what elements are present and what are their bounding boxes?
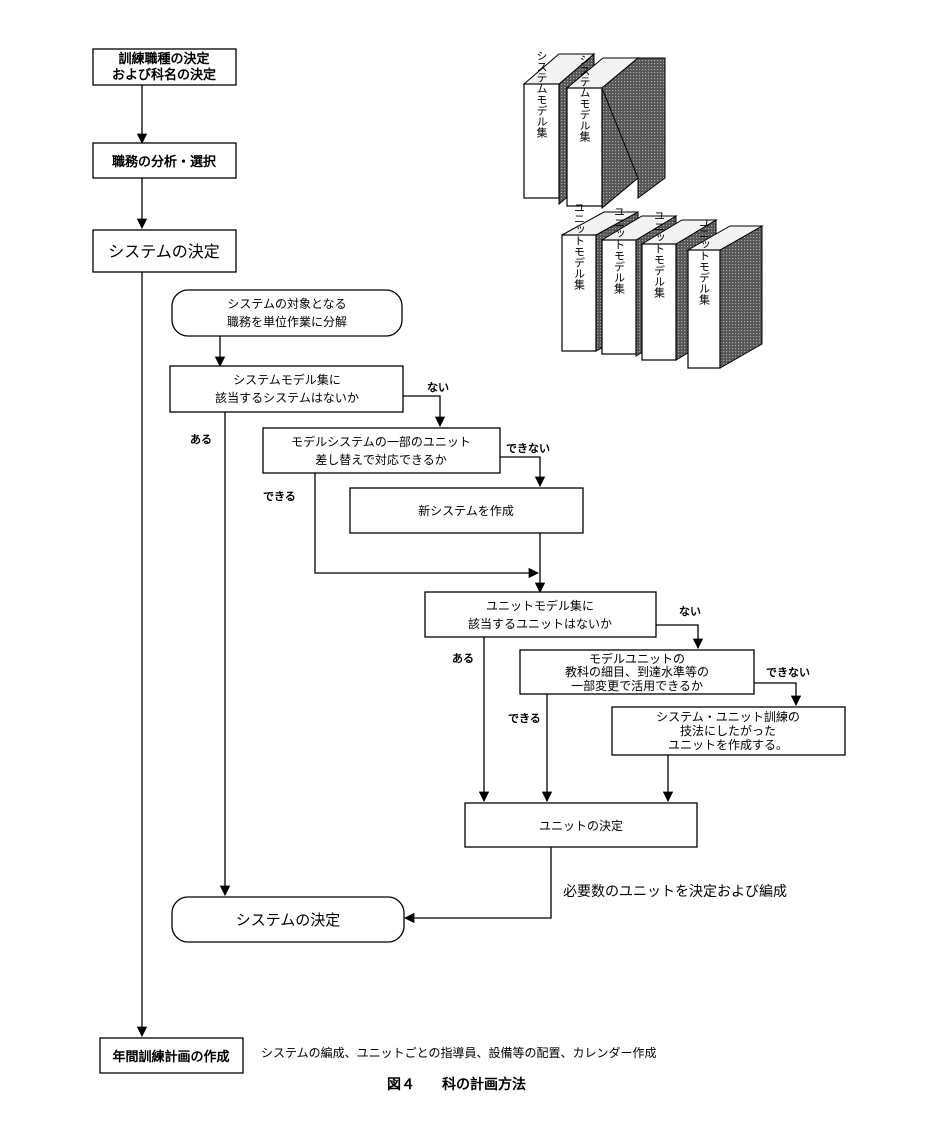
node-text-line: モデルシステムの一部のユニット (291, 434, 471, 449)
node-text-line: システムモデル集に (233, 372, 341, 387)
node-text-line: 一部変更で活用できるか (571, 678, 703, 693)
branch-label-can: できる (263, 490, 296, 503)
figure-number: 図４ (387, 1077, 415, 1093)
node-text-line: 技法にしたがった (680, 723, 776, 738)
node-text-line: 差し替えで対応できるか (315, 453, 446, 467)
node-decompose-job: システムの対象となる 職務を単位作業に分解 (171, 289, 403, 337)
node-text-line: 年間訓練計画の作成 (112, 1049, 229, 1065)
book-spine-title: ユニットモデル集 (698, 217, 711, 305)
node-system-decision-top: システムの決定 (92, 229, 237, 273)
annual-plan-note: システムの編成、ユニットごとの指導員、設備等の配置、カレンダー作成 (261, 1045, 657, 1060)
node-check-unit-model: ユニットモデル集に 該当するユニットはないか (424, 591, 657, 638)
node-text-line: 該当するユニットはないか (468, 616, 612, 631)
branch-label-cannot: できない (506, 442, 550, 455)
connectors (136, 85, 802, 1038)
node-create-unit: システム・ユニット訓練の 技法にしたがった ユニットを作成する。 (611, 706, 846, 756)
branch-label-can: できる (508, 712, 541, 725)
node-text-line: 新システムを作成 (418, 503, 514, 518)
book-spine-title: ユニットモデル集 (573, 202, 586, 290)
node-text-line: 該当するシステムはないか (215, 390, 359, 405)
node-modify-unit: モデルユニットの 教科の細目、到達水準等の 一部変更で活用できるか (519, 649, 755, 695)
node-text-line: システム・ユニット訓練の (656, 709, 800, 724)
book-spine-title: ユニットモデル集 (613, 206, 626, 294)
node-text-line: および科名の決定 (112, 67, 216, 83)
branch-label-no: ない (427, 381, 449, 394)
node-text-line: モデルユニットの (589, 651, 685, 666)
branch-label-no: ない (679, 605, 701, 618)
unit-organization-note: 必要数のユニットを決定および編成 (563, 884, 787, 900)
figure-title: 科の計画方法 (442, 1076, 526, 1093)
node-text-line: システムの決定 (236, 911, 341, 929)
node-text-line: 職務の分析・選択 (112, 154, 217, 170)
unit-model-book-set: ユニットモデル集 ユニットモデル集 ユニットモデル集 ユニットモデル集 (561, 202, 764, 369)
node-trade-and-course-decision: 訓練職種の決定 および科名の決定 (92, 48, 237, 86)
node-unit-decision: ユニットの決定 (464, 802, 698, 848)
node-text-line: ユニットモデル集に (486, 598, 594, 613)
book: ユニットモデル集 (686, 217, 764, 369)
node-text-line: 教科の細目、到達水準等の (565, 664, 709, 679)
book-spine-title: ユニットモデル集 (653, 210, 666, 298)
node-text-line: ユニットを作成する。 (668, 738, 788, 752)
node-text-line: 訓練職種の決定 (118, 51, 209, 67)
node-job-analysis: 職務の分析・選択 (92, 142, 237, 179)
branch-label-yes: ある (190, 433, 212, 446)
node-text-line: ユニットの決定 (539, 818, 623, 833)
node-text-line: システムの対象となる (227, 297, 346, 311)
node-check-system-model: システムモデル集に 該当するシステムはないか (169, 365, 404, 413)
node-create-new-system: 新システムを作成 (349, 487, 584, 534)
book-spine-title: システムモデル集 (578, 54, 591, 142)
node-text-line: 職務を単位作業に分解 (227, 314, 347, 329)
branch-label-cannot: できない (766, 666, 810, 679)
node-system-decision-bottom: システムの決定 (171, 896, 405, 943)
node-replace-units: モデルシステムの一部のユニット 差し替えで対応できるか (262, 427, 501, 474)
book-spine-title: システムモデル集 (535, 50, 548, 138)
branch-label-yes: ある (452, 652, 474, 665)
node-text-line: システムの決定 (108, 242, 220, 261)
node-annual-plan: 年間訓練計画の作成 (99, 1037, 244, 1074)
system-model-book-set: システムモデル集 システムモデル集 (522, 50, 666, 210)
